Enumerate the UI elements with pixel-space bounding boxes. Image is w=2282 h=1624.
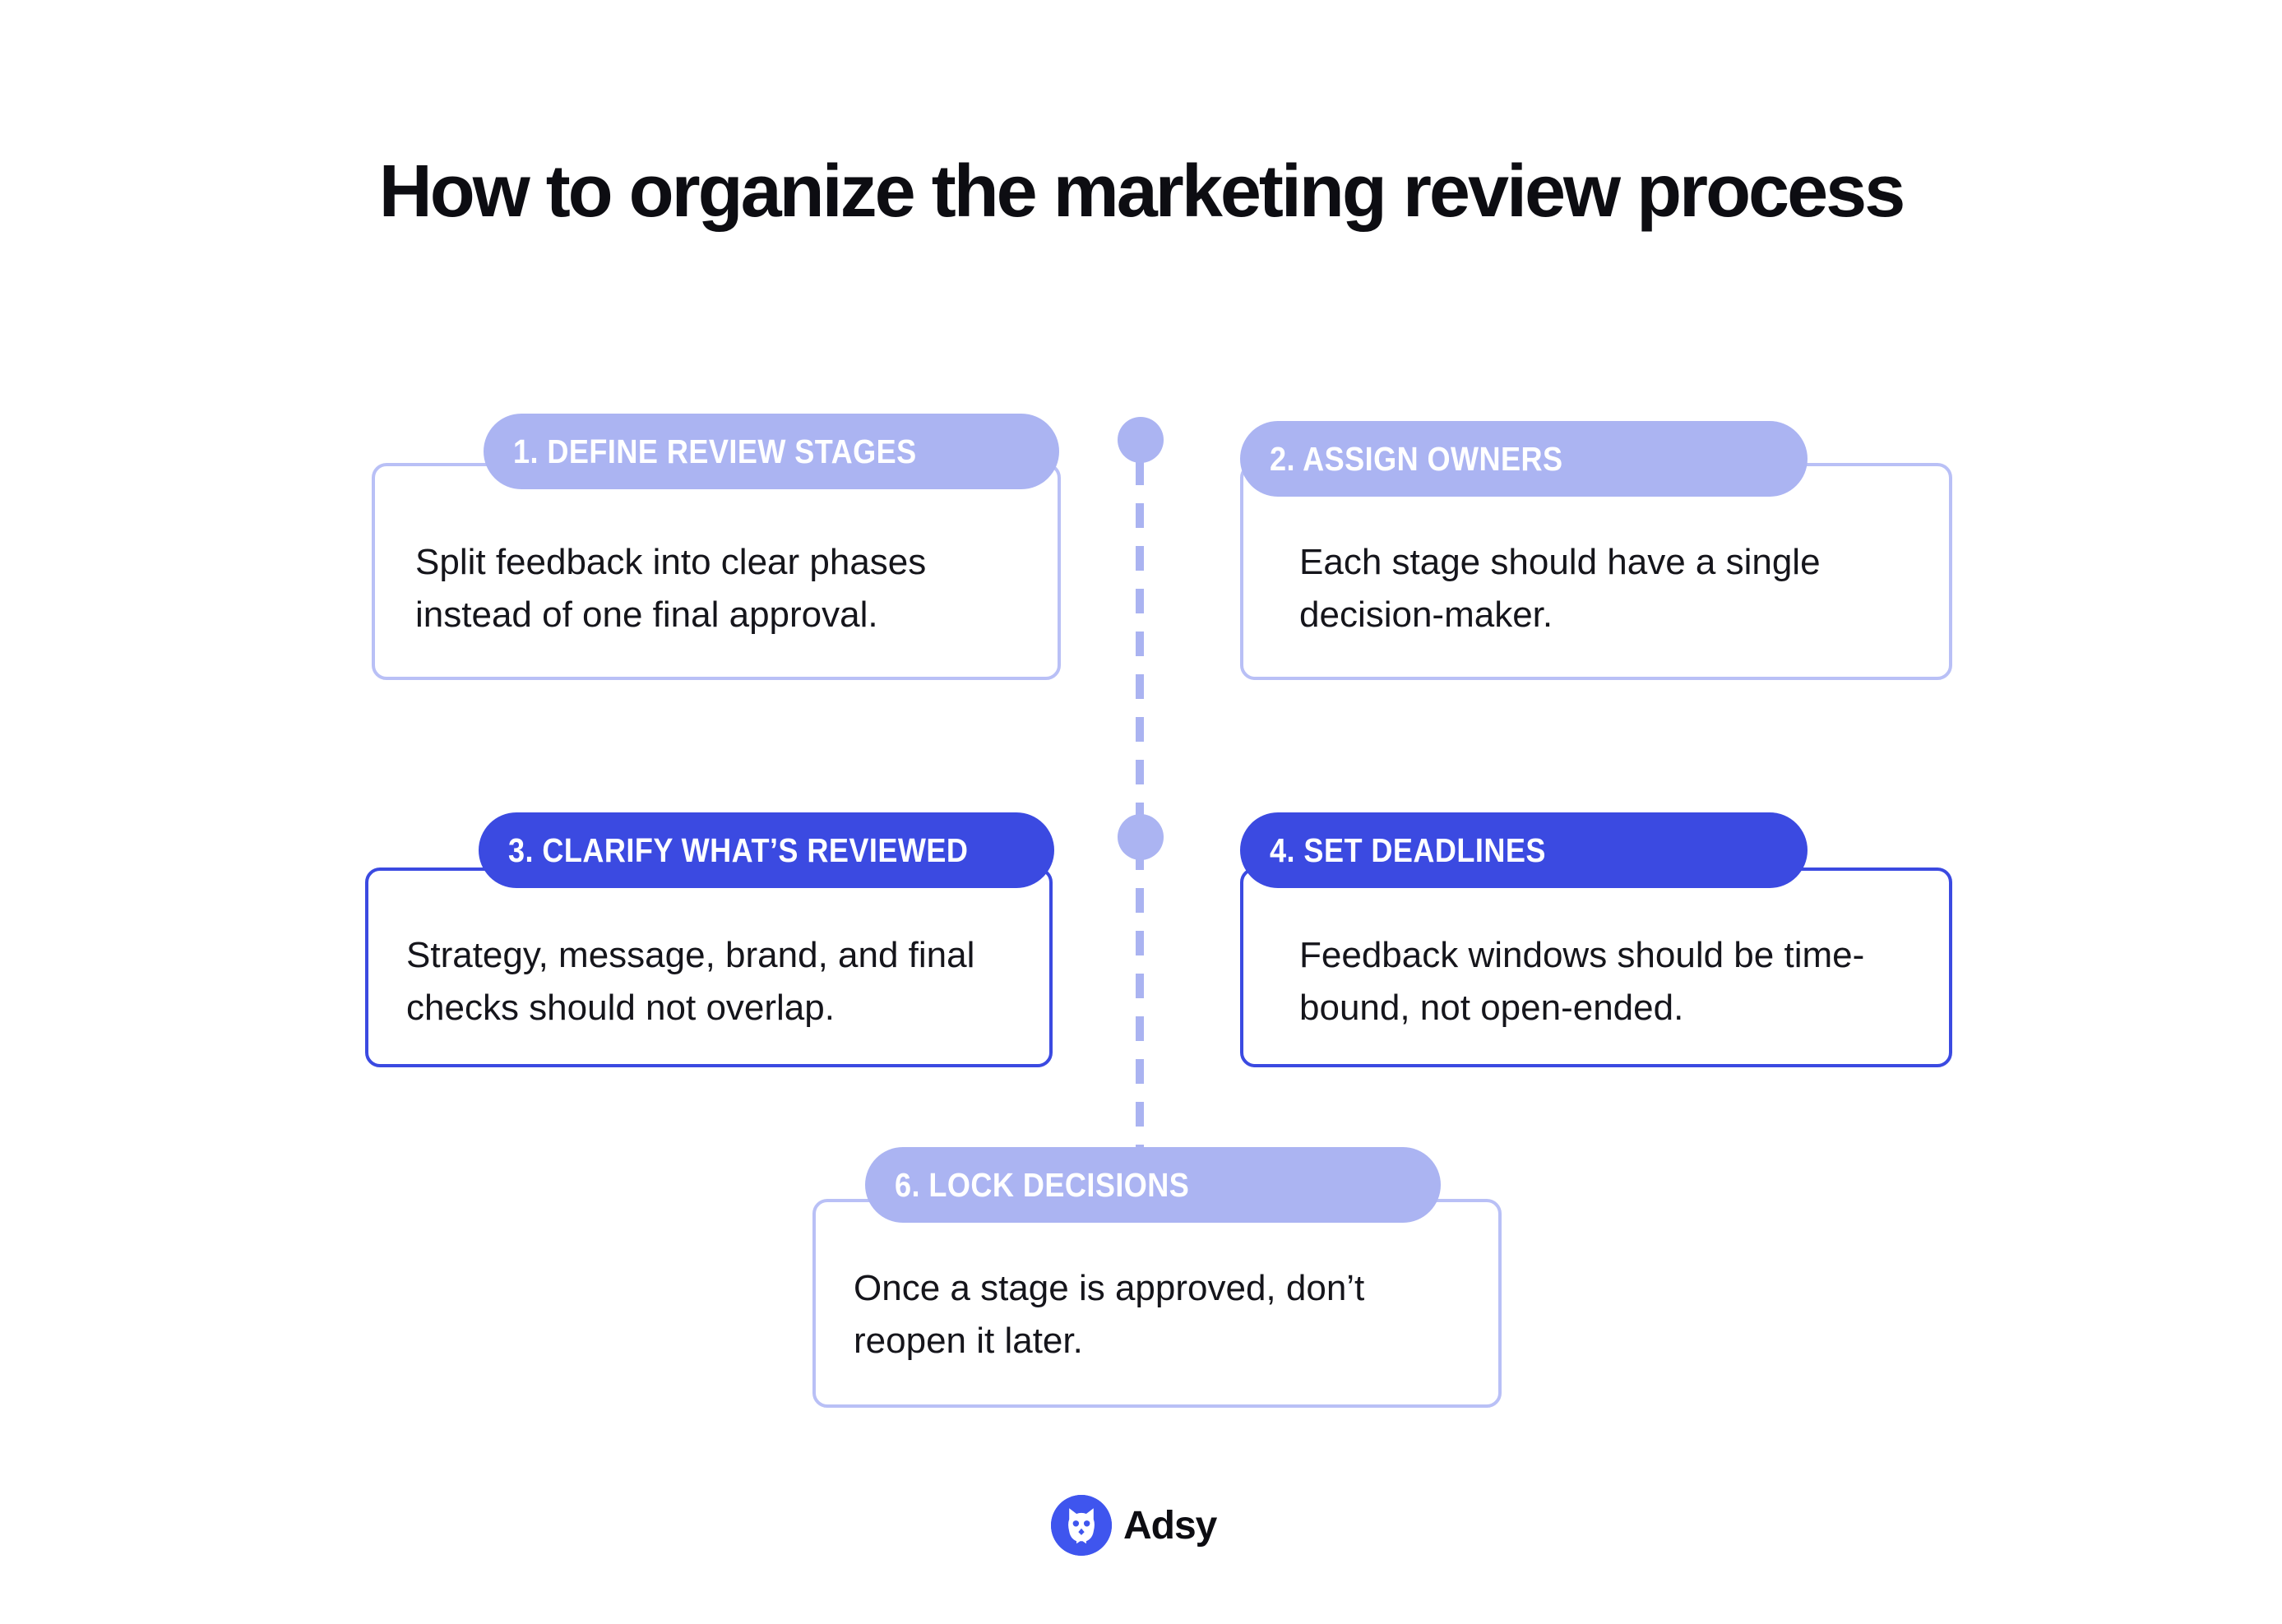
card-set-deadlines — [1240, 868, 1952, 1067]
card-clarify-whats-reviewed — [365, 868, 1053, 1067]
card-set-deadlines-label: 4. SET DEADLINES — [1270, 831, 1546, 869]
card-clarify-whats-reviewed-header: 3. CLARIFY WHAT’S REVIEWED — [479, 812, 1054, 888]
card-lock-decisions-header: 6. LOCK DECISIONS — [865, 1147, 1441, 1223]
card-set-deadlines-header: 4. SET DEADLINES — [1240, 812, 1808, 888]
timeline-node-2 — [1118, 814, 1164, 860]
card-clarify-whats-reviewed-text: Strategy, message, brand, and final chec… — [406, 935, 975, 1028]
card-define-review-stages-header: 1. DEFINE REVIEW STAGES — [484, 414, 1059, 489]
card-set-deadlines-text: Feedback windows should be time-bound, n… — [1299, 935, 1865, 1028]
card-lock-decisions-text: Once a stage is approved, don’t reopen i… — [854, 1268, 1365, 1361]
card-assign-owners-label: 2. ASSIGN OWNERS — [1270, 439, 1563, 478]
adsy-logo-text: Adsy — [1123, 1503, 1217, 1548]
owl-icon — [1051, 1495, 1112, 1556]
card-define-review-stages-label: 1. DEFINE REVIEW STAGES — [513, 432, 917, 470]
card-assign-owners-header: 2. ASSIGN OWNERS — [1240, 421, 1808, 497]
card-assign-owners-text: Each stage should have a single decision… — [1299, 542, 1821, 635]
card-lock-decisions — [812, 1199, 1502, 1408]
card-clarify-whats-reviewed-label: 3. CLARIFY WHAT’S REVIEWED — [508, 831, 969, 869]
card-define-review-stages-text: Split feedback into clear phases instead… — [415, 542, 927, 635]
adsy-logo: Adsy — [1051, 1495, 1217, 1556]
timeline-node-1 — [1118, 417, 1164, 463]
page-title: How to organize the marketing review pro… — [378, 150, 1906, 233]
card-assign-owners — [1240, 463, 1952, 680]
card-lock-decisions-label: 6. LOCK DECISIONS — [895, 1165, 1190, 1204]
timeline-dashed-line — [1136, 460, 1144, 1147]
